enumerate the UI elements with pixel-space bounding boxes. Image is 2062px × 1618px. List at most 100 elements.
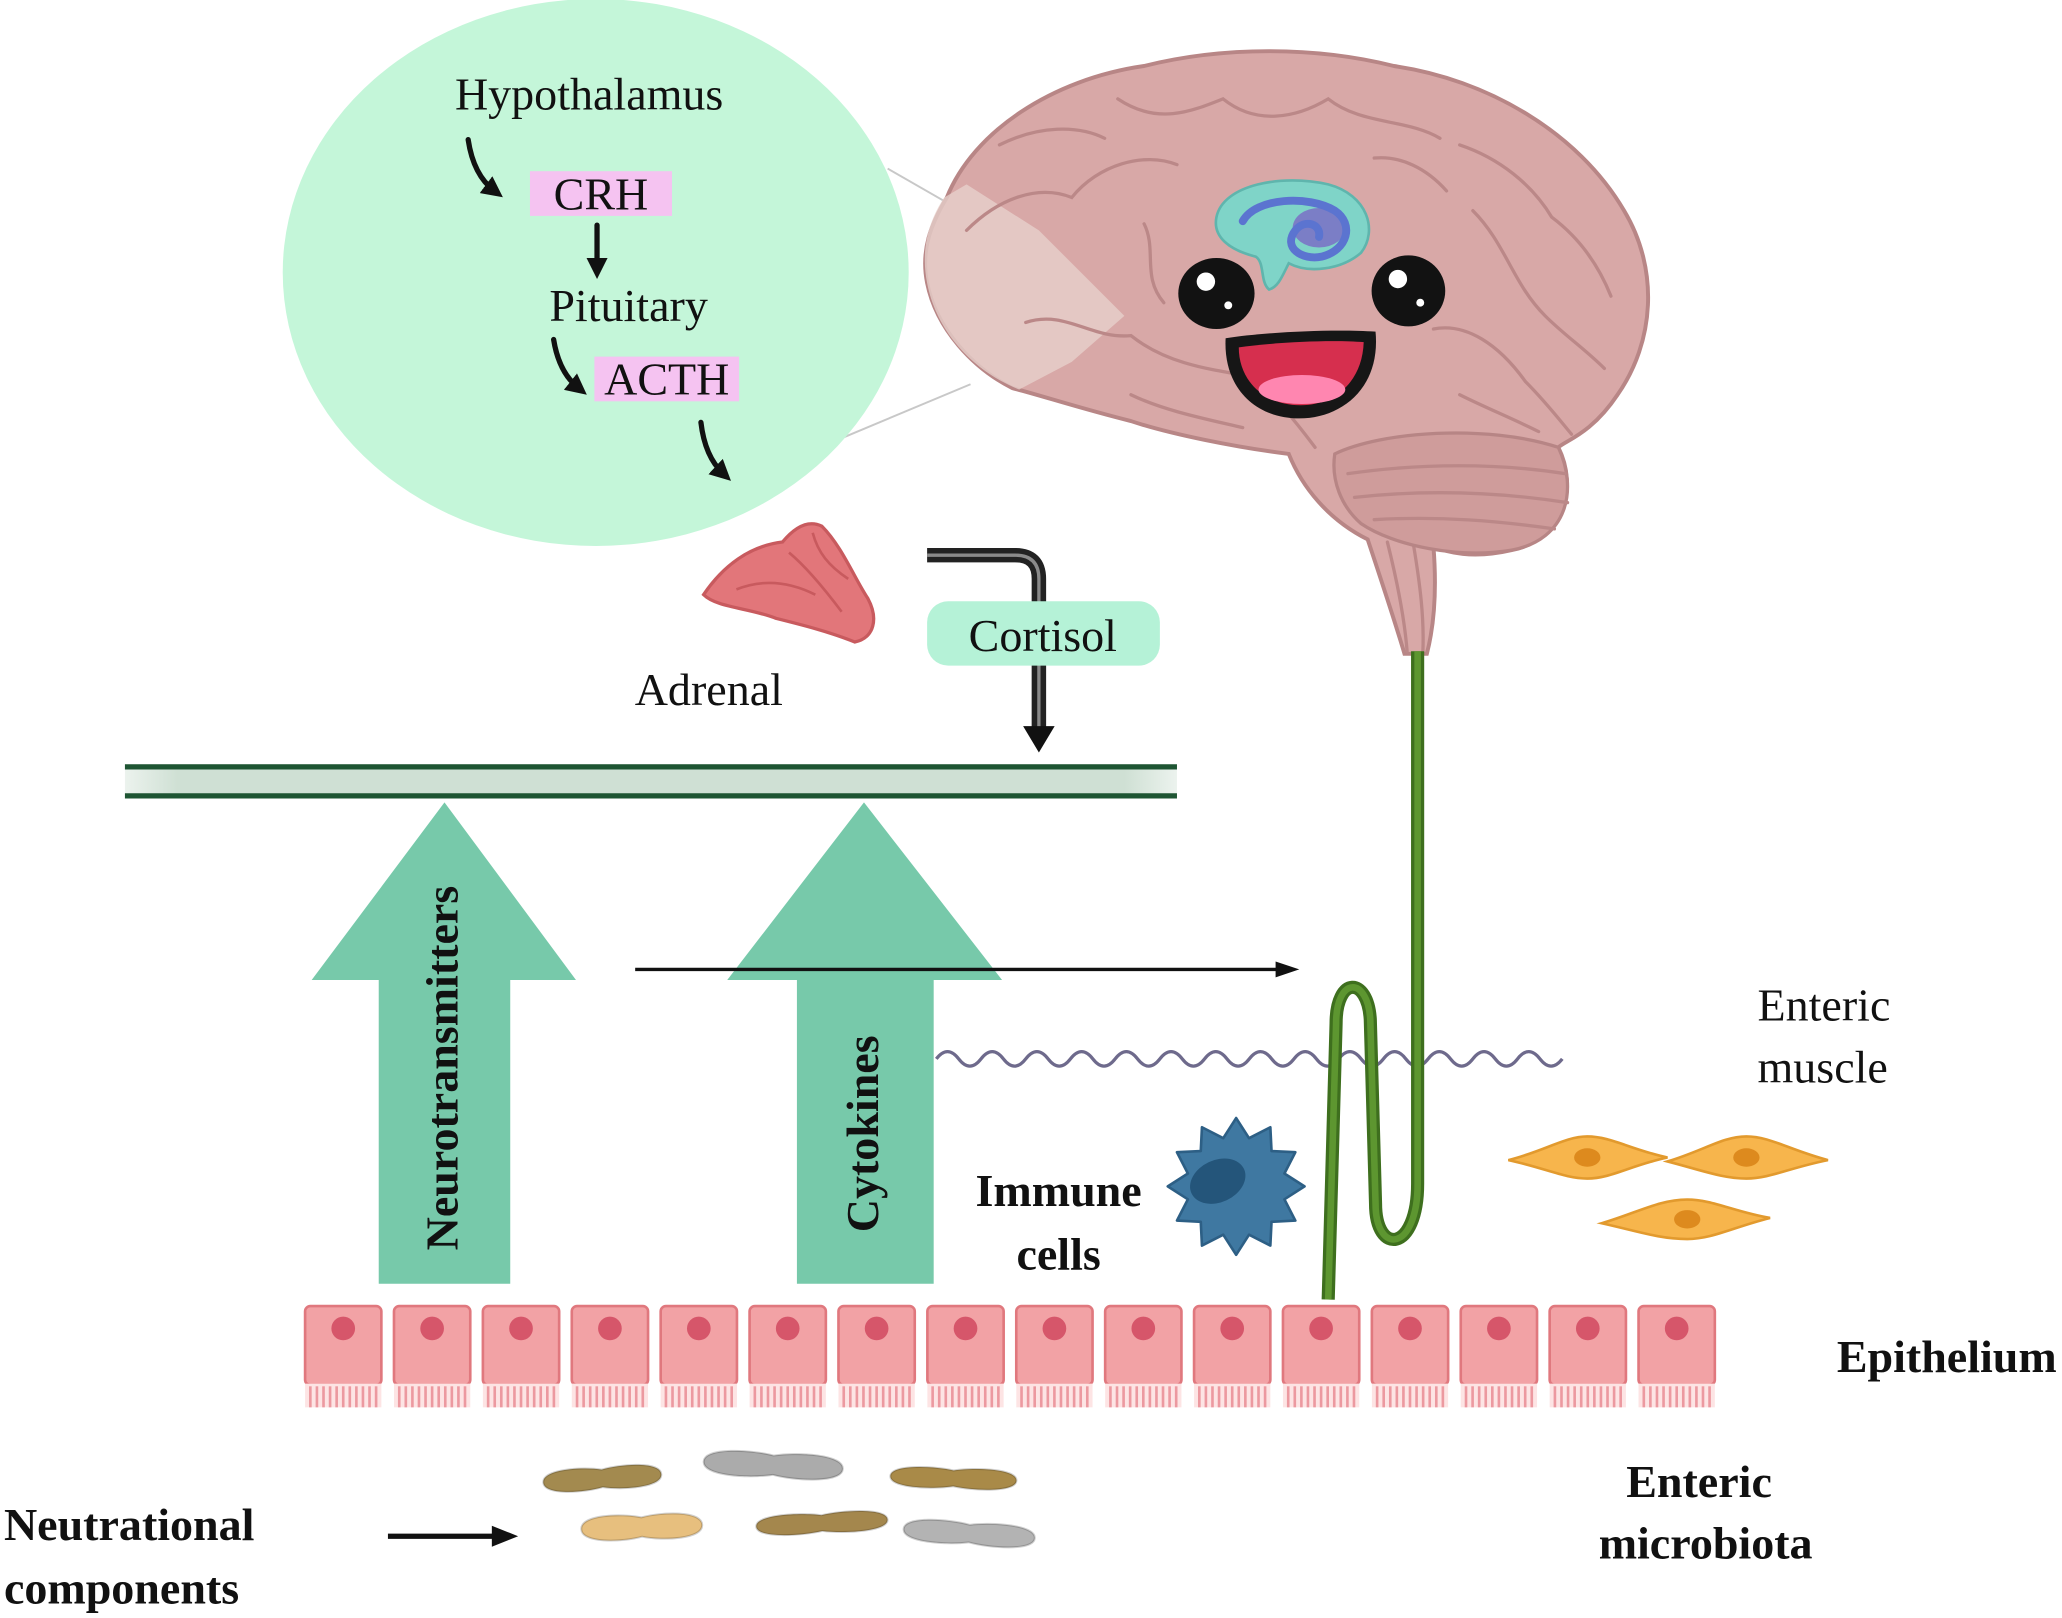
bacterium: [902, 1518, 1036, 1549]
immune-cells-label-line2: cells: [1016, 1228, 1100, 1279]
epithelial-cell: [303, 1304, 383, 1408]
cell-nucleus: [598, 1316, 622, 1341]
cell-nucleus: [420, 1316, 444, 1341]
neurotransmitters-arrow: Neurotransmitters: [311, 802, 576, 1284]
nutritional-components-label-line2: components: [4, 1562, 239, 1613]
muscle-cell: [1662, 1135, 1829, 1180]
cytokines-arrow: Cytokines: [727, 802, 1003, 1284]
enteric-muscle-cells: [1508, 1135, 1829, 1241]
bacterium: [889, 1466, 1018, 1491]
cortisol-badge: [927, 601, 1160, 666]
epithelial-cell: [1548, 1304, 1628, 1408]
bacterium: [542, 1463, 663, 1493]
cell-nucleus: [1042, 1316, 1067, 1341]
horizontal-arrow: [635, 961, 1300, 978]
vagus-nerve: [1321, 651, 1425, 1300]
cell-nucleus: [331, 1316, 356, 1341]
curved-arrow-icon: [465, 137, 503, 198]
cytokines-label: Cytokines: [837, 1035, 888, 1232]
muscle-cell: [1508, 1135, 1668, 1180]
zoom-lines: [841, 167, 971, 440]
acth-highlight: [594, 356, 740, 402]
nutritional-arrow: [387, 1525, 519, 1547]
hippocampus-swirl: [1214, 179, 1371, 292]
cell-nucleus: [1220, 1316, 1245, 1341]
microvilli: [1549, 1383, 1626, 1408]
cell-nucleus: [1309, 1316, 1333, 1341]
epithelial-cell: [481, 1304, 561, 1408]
microvilli: [393, 1383, 471, 1408]
microvilli: [305, 1383, 382, 1408]
cell-nucleus: [1131, 1316, 1156, 1341]
microvilli: [1282, 1383, 1360, 1408]
membrane-band: [124, 764, 1177, 799]
crh-highlight: [529, 171, 672, 216]
cortisol-arrow: [927, 547, 1055, 753]
cortisol-label: Cortisol: [969, 610, 1117, 661]
epithelial-cell: [659, 1304, 739, 1408]
epithelial-cell: [1459, 1304, 1539, 1408]
epithelial-cell: [837, 1304, 917, 1408]
right-eye-icon: [1371, 255, 1446, 327]
curved-arrow-icon: [551, 336, 587, 395]
epithelial-cell: [1192, 1304, 1272, 1408]
cell-nucleus: [1398, 1316, 1422, 1341]
epithelial-cell: [1370, 1304, 1450, 1408]
enteric-microbiota-cluster: [542, 1449, 1036, 1549]
brain-icon: [923, 49, 1651, 656]
microvilli: [1194, 1383, 1271, 1408]
cell-nucleus: [775, 1316, 800, 1341]
smile-mouth-icon: [1225, 330, 1377, 419]
nutritional-components-label-line1: Neutrational: [4, 1499, 255, 1550]
enteric-microbiota-label-line1: Enteric: [1626, 1456, 1772, 1507]
epithelial-cell: [1637, 1304, 1717, 1408]
adrenal-gland-icon: [701, 522, 876, 644]
enteric-microbiota-label-line2: microbiota: [1599, 1518, 1813, 1569]
adrenal-label: Adrenal: [635, 664, 783, 715]
enteric-muscle-label-line1: Enteric: [1758, 980, 1891, 1031]
microvilli: [660, 1383, 737, 1408]
brainstem: [1385, 540, 1425, 653]
bacterium: [755, 1510, 889, 1537]
hpa-axis-panel: Hypothalamus CRH Pituitary ACTH: [282, 0, 909, 546]
epithelial-cell: [570, 1304, 650, 1408]
cell-nucleus: [1487, 1316, 1511, 1341]
cerebellum: [1332, 431, 1570, 555]
epithelium-layer: [303, 1304, 1717, 1408]
immune-cells-label-line1: Immune: [976, 1165, 1142, 1216]
crh-label: CRH: [554, 168, 649, 219]
microvilli: [1638, 1383, 1715, 1408]
epithelial-cell: [1281, 1304, 1361, 1408]
epithelial-cell: [1014, 1304, 1094, 1408]
epithelium-label: Epithelium: [1837, 1331, 2057, 1382]
cell-nucleus: [864, 1316, 889, 1341]
bacterium: [702, 1449, 844, 1481]
left-eye-icon: [1178, 257, 1255, 330]
pituitary-label: Pituitary: [549, 280, 708, 331]
cell-nucleus: [1575, 1316, 1600, 1341]
frontal-lobe-highlight: [924, 184, 1125, 390]
curved-arrow-icon: [698, 419, 731, 481]
microvilli: [571, 1383, 649, 1408]
epithelial-cell: [1103, 1304, 1183, 1408]
enteric-wave: [935, 1050, 1564, 1068]
neurotransmitters-label: Neurotransmitters: [416, 886, 467, 1251]
epithelial-cell: [748, 1304, 828, 1408]
immune-cell-icon: [1166, 1116, 1306, 1257]
cell-nucleus: [509, 1316, 533, 1341]
microvilli: [1105, 1383, 1182, 1408]
epithelial-cell: [926, 1304, 1005, 1408]
microvilli: [749, 1383, 826, 1408]
cell-nucleus: [1664, 1316, 1689, 1341]
microvilli: [482, 1383, 560, 1408]
microvilli: [1371, 1383, 1449, 1408]
bacterium: [580, 1512, 704, 1542]
acth-label: ACTH: [604, 354, 729, 405]
muscle-cell: [1596, 1198, 1771, 1241]
microvilli: [1460, 1383, 1538, 1408]
microvilli: [838, 1383, 915, 1408]
microvilli: [927, 1383, 1004, 1408]
cell-nucleus: [686, 1316, 711, 1341]
microvilli: [1016, 1383, 1093, 1408]
